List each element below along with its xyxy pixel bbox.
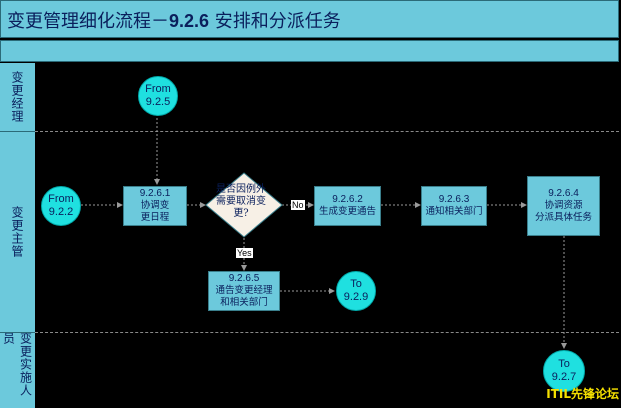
title-suffix: 安排和分派任务 [209, 11, 341, 32]
lane-label-column [0, 63, 35, 408]
step-number: 9.2.6.1 [139, 188, 171, 199]
step-9264: 9.2.6.4 协调资源 分派具体任务 [527, 176, 600, 236]
step-label: 和相关部门 [220, 297, 268, 308]
lane-divider [0, 332, 35, 333]
lane-label-change-supervisor: 变更主管 [0, 131, 35, 332]
connector-text: 9.2.9 [343, 291, 369, 303]
lane-divider [35, 131, 619, 132]
watermark: ITIL先锋论坛 [546, 387, 619, 401]
step-label: 分派具体任务 [534, 212, 592, 223]
lane-label-text: 变更主管 [10, 205, 24, 258]
step-number: 9.2.6.3 [438, 194, 470, 205]
step-label: 协调变 [140, 200, 170, 211]
connector-to-927: To 9.2.7 [543, 350, 585, 392]
step-number: 9.2.6.4 [548, 188, 579, 199]
step-label: 协调资源 [544, 200, 583, 211]
step-label: 生成变更通告 [318, 206, 376, 217]
step-9262: 9.2.6.2 生成变更通告 [314, 186, 381, 226]
step-label: 更日程 [140, 212, 170, 223]
step-label: 通告变更经理 [215, 285, 273, 296]
decision-label: 是否因例外 需要取消变 更? [205, 184, 277, 220]
step-9261: 9.2.6.1 协调变 更日程 [123, 186, 187, 226]
step-9263: 9.2.6.3 通知相关部门 [421, 186, 487, 226]
step-number: 9.2.6.2 [332, 194, 363, 205]
lane-label-text: 变更经理 [10, 71, 24, 123]
connector-text: 9.2.7 [551, 371, 577, 383]
connector-text: To [350, 278, 362, 290]
title-prefix: 变更管理细化流程－ [7, 11, 169, 32]
decision-diamond [205, 172, 283, 238]
page-title: 变更管理细化流程－9.2.6 安排和分派任务 [7, 7, 341, 33]
connector-from-925: From 9.2.5 [138, 76, 178, 116]
step-label: 通知相关部门 [425, 206, 483, 217]
lane-divider [35, 332, 619, 333]
step-number: 9.2.6.5 [228, 273, 260, 284]
connector-text: 9.2.5 [145, 96, 171, 108]
connector-text: From [145, 83, 171, 95]
branch-label-yes: Yes [236, 248, 253, 258]
branch-label-no: No [291, 200, 305, 210]
lane-label-text: 变更实施人员 [1, 332, 33, 397]
connector-text: 9.2.2 [48, 206, 74, 218]
decision-text-line: 需要取消变 [216, 196, 266, 207]
lane-label-change-implementer: 变更实施人员 [0, 332, 35, 408]
lane-divider [0, 131, 35, 132]
step-9265: 9.2.6.5 通告变更经理 和相关部门 [208, 271, 280, 311]
title-bar: 变更管理细化流程－9.2.6 安排和分派任务 [0, 0, 619, 38]
connector-to-929: To 9.2.9 [336, 271, 376, 311]
decision-text-line: 更? [233, 208, 249, 219]
lane-label-change-manager: 变更经理 [0, 63, 35, 131]
decision-text-line: 是否因例外 [216, 184, 266, 195]
connector-from-922: From 9.2.2 [41, 186, 81, 226]
title-number: 9.2.6 [169, 11, 210, 31]
connector-text: From [48, 193, 74, 205]
header-band [0, 40, 619, 62]
connector-text: To [558, 358, 570, 370]
